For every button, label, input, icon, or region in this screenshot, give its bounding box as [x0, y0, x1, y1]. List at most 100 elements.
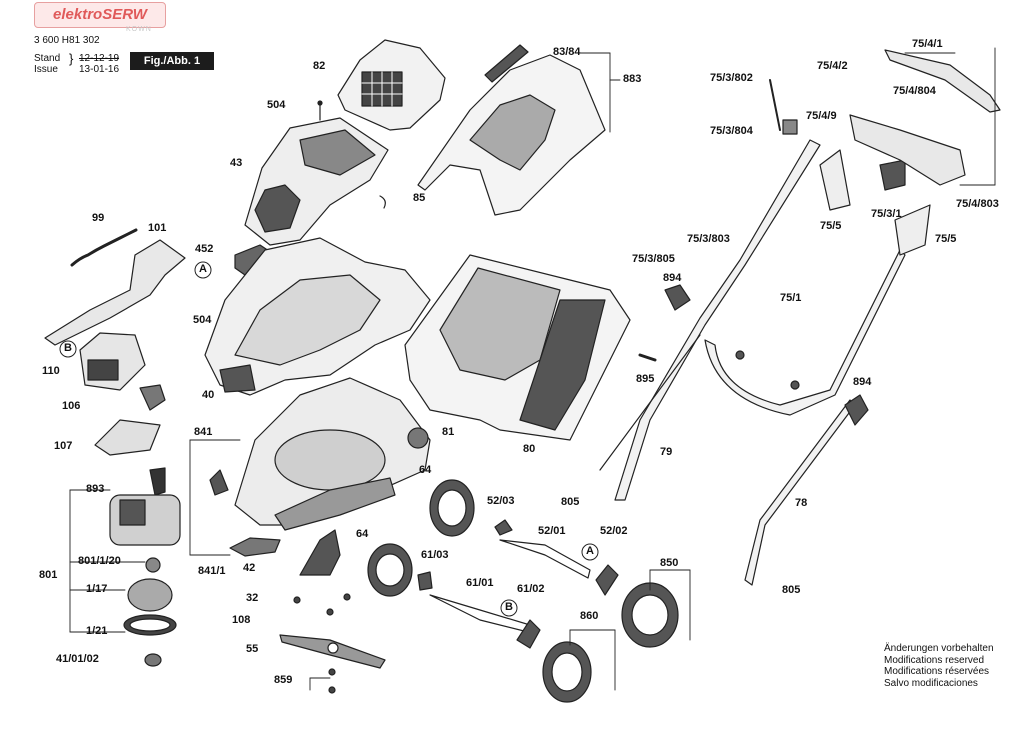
- motor-801-part: [109, 467, 181, 667]
- part-label: 75/5: [820, 220, 842, 232]
- part-61-02: [516, 619, 541, 649]
- issue-date: 13-01-16: [79, 64, 120, 75]
- part-label: 42: [243, 562, 256, 574]
- part-label: 75/3/1: [871, 208, 902, 220]
- upper-housing-43-part: [244, 100, 389, 246]
- stand-date: 12-12-19: [79, 53, 120, 64]
- part-label: 107: [54, 440, 73, 452]
- part-label: 43: [230, 157, 243, 169]
- lever-101-part: [44, 239, 186, 346]
- part-label: 75/4/9: [806, 110, 837, 122]
- part-label: 40: [202, 389, 215, 401]
- part-label: 106: [62, 400, 81, 412]
- part-label: 894: [853, 376, 872, 388]
- part-label: 64: [356, 528, 369, 540]
- part-label: 895: [636, 373, 655, 385]
- part-label: 504: [267, 99, 286, 111]
- part-label: 75/4/804: [893, 85, 936, 97]
- part-841-1: [229, 537, 281, 557]
- watermark-sub: KOWN: [126, 26, 152, 33]
- note-line: Modifications reserved: [884, 654, 985, 666]
- part-label: 79: [660, 446, 673, 458]
- cover-82-part: [337, 39, 446, 131]
- part-label: 82: [313, 60, 326, 72]
- part-label: 61/02: [517, 583, 545, 595]
- part-label: 1/17: [86, 583, 108, 595]
- callout-a-2: A: [586, 545, 594, 557]
- part-label: 805: [782, 584, 801, 596]
- figure-label: Fig./Abb. 1: [130, 52, 214, 70]
- part-label: 108: [232, 614, 251, 626]
- part-label: 894: [663, 272, 682, 284]
- axle-52-01-part: [499, 539, 591, 579]
- base-107-part: [94, 419, 161, 456]
- leader-lines: [69, 47, 996, 691]
- part-52-03: [494, 519, 513, 536]
- note-line: Modifications réservées: [884, 666, 990, 677]
- part-label: 52/03: [487, 495, 515, 507]
- part-label: 61/03: [421, 549, 449, 561]
- part-label: 75/5: [935, 233, 957, 245]
- part-label: 883: [623, 73, 642, 85]
- part-52-02: [595, 564, 619, 596]
- part-label: 75/1: [780, 292, 802, 304]
- part-label: 55: [246, 643, 259, 655]
- part-label: 801/1/20: [78, 555, 121, 567]
- watermark-logo: elektroSERW: [34, 2, 166, 28]
- stand-label: Stand: [34, 53, 61, 64]
- modifications-note: Änderungen vorbehalten Modifications res…: [884, 643, 994, 689]
- part-number: 3 600 H81 302: [34, 35, 100, 46]
- part-label: 110: [42, 365, 60, 377]
- part-label: 81: [442, 426, 455, 438]
- screws-859-part: [328, 668, 336, 694]
- wheel-860-part: [542, 641, 592, 703]
- issue-label: Issue: [34, 64, 58, 75]
- deck-841-part: [234, 377, 431, 531]
- brace: }: [69, 51, 74, 66]
- part-label: 1/21: [86, 625, 108, 637]
- part-label: 75/4/803: [956, 198, 999, 210]
- wheel-rear-left-part: [367, 543, 413, 597]
- part-label: 75/3/802: [710, 72, 753, 84]
- part-label: 99: [92, 212, 105, 224]
- part-label: 83/84: [553, 46, 581, 58]
- part-label: 85: [413, 192, 426, 204]
- grassbox-top-883-part: [417, 44, 606, 216]
- part-label: 860: [580, 610, 599, 622]
- part-label: 893: [86, 483, 105, 495]
- wheel-front-left-part: [429, 479, 475, 537]
- part-label: 850: [660, 557, 679, 569]
- part-label: 841/1: [198, 565, 226, 577]
- callout-a-1: A: [199, 263, 207, 275]
- part-label: 805: [561, 496, 580, 508]
- part-label: 75/3/804: [710, 125, 753, 137]
- handle-assembly-part: [599, 49, 1001, 586]
- part-label: 859: [274, 674, 293, 686]
- callout-circles: [59, 261, 599, 617]
- part-label: 801: [39, 569, 58, 581]
- part-106: [139, 384, 166, 411]
- screws-32-part: [293, 593, 351, 616]
- part-label: 75/3/805: [632, 253, 675, 265]
- wheel-850-part: [621, 582, 679, 648]
- callout-b-2: B: [505, 601, 513, 613]
- chassis-40-part: [204, 237, 431, 396]
- part-label: 75/4/2: [817, 60, 848, 72]
- part-label: 52/02: [600, 525, 628, 537]
- note-line: Salvo modificaciones: [884, 677, 978, 689]
- part-label: 78: [795, 497, 808, 509]
- callout-b-1: B: [64, 342, 72, 354]
- part-label: 52/01: [538, 525, 566, 537]
- part-label: 75/3/803: [687, 233, 730, 245]
- part-label: 80: [523, 443, 536, 455]
- spring-99-part: [70, 228, 138, 267]
- flap-42-part: [299, 529, 341, 576]
- part-label: 61/01: [466, 577, 494, 589]
- part-61-03: [417, 571, 433, 591]
- part-label: 75/4/1: [912, 38, 943, 50]
- part-label: 841: [194, 426, 213, 438]
- part-label: 452: [195, 243, 214, 255]
- part-label: 504: [193, 314, 212, 326]
- grassbox-80-part: [404, 254, 631, 441]
